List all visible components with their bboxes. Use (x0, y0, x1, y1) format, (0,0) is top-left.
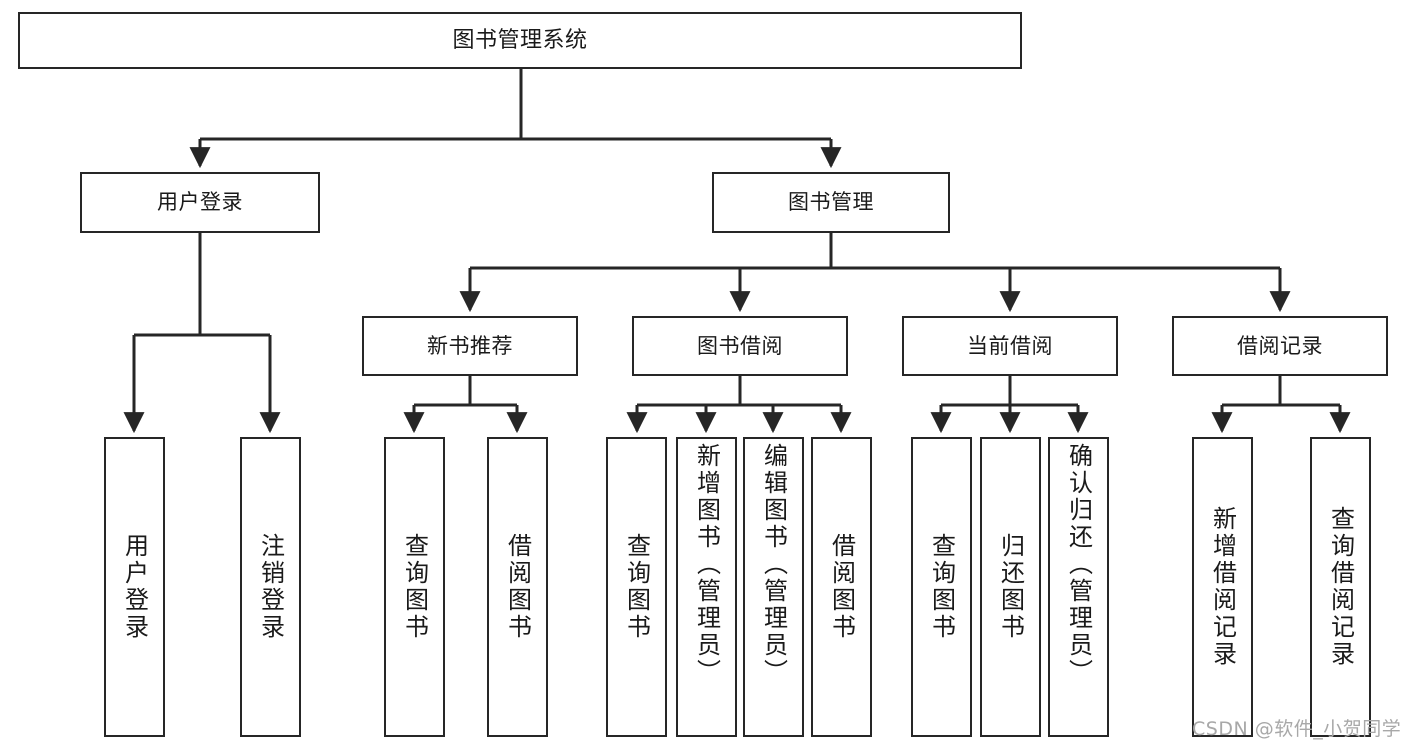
node-label: 查询图书 (400, 533, 429, 641)
node-borrow-record[interactable]: 借阅记录 (1172, 316, 1388, 376)
node-label: 确认归还（管理员） (1064, 443, 1093, 686)
node-label: 查询图书 (622, 533, 651, 641)
node-leaf-user-login[interactable]: 用户登录 (104, 437, 165, 737)
node-label: 借阅记录 (1237, 333, 1323, 358)
node-leaf-query-book-1[interactable]: 查询图书 (384, 437, 445, 737)
node-label: 归还图书 (996, 533, 1025, 641)
node-leaf-query-book-2[interactable]: 查询图书 (606, 437, 667, 737)
node-user-login[interactable]: 用户登录 (80, 172, 320, 233)
node-label: 图书管理系统 (452, 27, 588, 53)
node-label: 新增借阅记录 (1208, 506, 1237, 668)
node-label: 查询图书 (927, 533, 956, 641)
node-label: 新增图书（管理员） (692, 443, 721, 686)
node-label: 查询借阅记录 (1326, 506, 1355, 668)
node-label: 借阅图书 (503, 533, 532, 641)
node-label: 新书推荐 (427, 333, 513, 358)
node-label: 图书借阅 (697, 333, 783, 358)
node-leaf-add-record[interactable]: 新增借阅记录 (1192, 437, 1253, 737)
node-label: 当前借阅 (967, 333, 1053, 358)
node-leaf-logout-login[interactable]: 注销登录 (240, 437, 301, 737)
node-root-book-management-system[interactable]: 图书管理系统 (18, 12, 1022, 69)
watermark: CSDN @软件_小贺同学 (1192, 718, 1402, 740)
node-new-book-recommend[interactable]: 新书推荐 (362, 316, 578, 376)
node-book-management[interactable]: 图书管理 (712, 172, 950, 233)
node-label: 注销登录 (256, 533, 285, 641)
node-leaf-query-book-3[interactable]: 查询图书 (911, 437, 972, 737)
node-label: 图书管理 (788, 190, 874, 215)
node-leaf-return-book[interactable]: 归还图书 (980, 437, 1041, 737)
node-leaf-query-record[interactable]: 查询借阅记录 (1310, 437, 1371, 737)
node-leaf-add-book[interactable]: 新增图书（管理员） (676, 437, 737, 737)
node-leaf-borrow-book-2[interactable]: 借阅图书 (811, 437, 872, 737)
node-leaf-edit-book[interactable]: 编辑图书（管理员） (743, 437, 804, 737)
node-label: 编辑图书（管理员） (759, 443, 788, 686)
node-current-borrow[interactable]: 当前借阅 (902, 316, 1118, 376)
node-label: 用户登录 (120, 533, 149, 641)
node-label: 借阅图书 (827, 533, 856, 641)
node-leaf-borrow-book-1[interactable]: 借阅图书 (487, 437, 548, 737)
node-label: 用户登录 (157, 190, 243, 215)
node-leaf-confirm-return[interactable]: 确认归还（管理员） (1048, 437, 1109, 737)
node-book-borrow[interactable]: 图书借阅 (632, 316, 848, 376)
